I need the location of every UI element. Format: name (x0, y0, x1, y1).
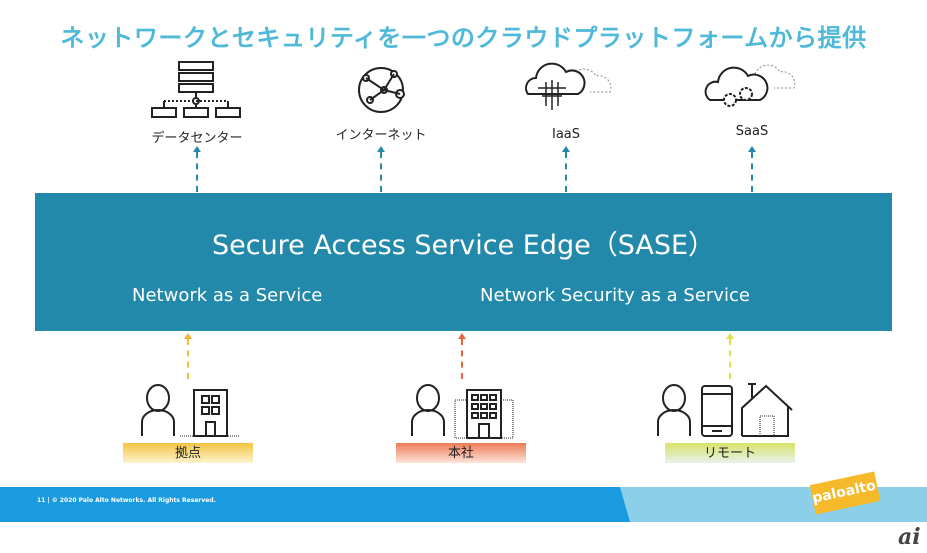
arrow-up-icon (193, 146, 201, 152)
connector-datacenter (196, 152, 198, 192)
cloud-gears-icon (704, 64, 796, 107)
globe-network-icon (358, 67, 405, 113)
destination-label-datacenter: データセンター (151, 131, 243, 146)
sase-box: Secure Access Service Edge（SASE） Network… (35, 193, 892, 331)
watermark-logo: ai (898, 524, 921, 550)
sase-title: Secure Access Service Edge（SASE） (211, 230, 716, 261)
server-rack-icon (151, 61, 241, 118)
arrow-up-icon (748, 146, 756, 152)
connector-branch (187, 339, 189, 379)
arrow-up-icon (458, 333, 466, 339)
nsaas-label: Network Security as a Service (480, 285, 750, 306)
person-phone-home-icon (657, 383, 793, 437)
arrow-up-icon (377, 146, 385, 152)
slide-title: ネットワークとセキュリティを一つのクラウドプラットフォームから提供 (60, 24, 867, 52)
arrow-up-icon (184, 333, 192, 339)
location-label-hq: 本社 (396, 443, 526, 463)
connector-remote (729, 339, 731, 379)
connector-hq (461, 339, 463, 379)
cloud-circuit-icon (525, 62, 612, 110)
naas-label: Network as a Service (132, 285, 323, 306)
location-label-branch: 拠点 (123, 443, 253, 463)
logo-text: paloalto (810, 477, 878, 507)
destination-label-iaas: IaaS (551, 127, 581, 142)
connector-internet (380, 152, 382, 192)
arrow-up-icon (726, 333, 734, 339)
footer-accent (620, 487, 927, 522)
location-label-remote: リモート (665, 443, 795, 463)
person-building-icon (141, 384, 240, 437)
footer-bar: 11 | © 2020 Palo Alto Networks. All Righ… (0, 487, 927, 522)
destination-label-internet: インターネット (335, 128, 427, 143)
copyright-text: 11 | © 2020 Palo Alto Networks. All Righ… (37, 497, 216, 504)
person-headquarters-icon (411, 384, 514, 439)
connector-saas (751, 152, 753, 192)
destination-label-saas: SaaS (735, 124, 769, 139)
arrow-up-icon (562, 146, 570, 152)
connector-iaas (565, 152, 567, 192)
